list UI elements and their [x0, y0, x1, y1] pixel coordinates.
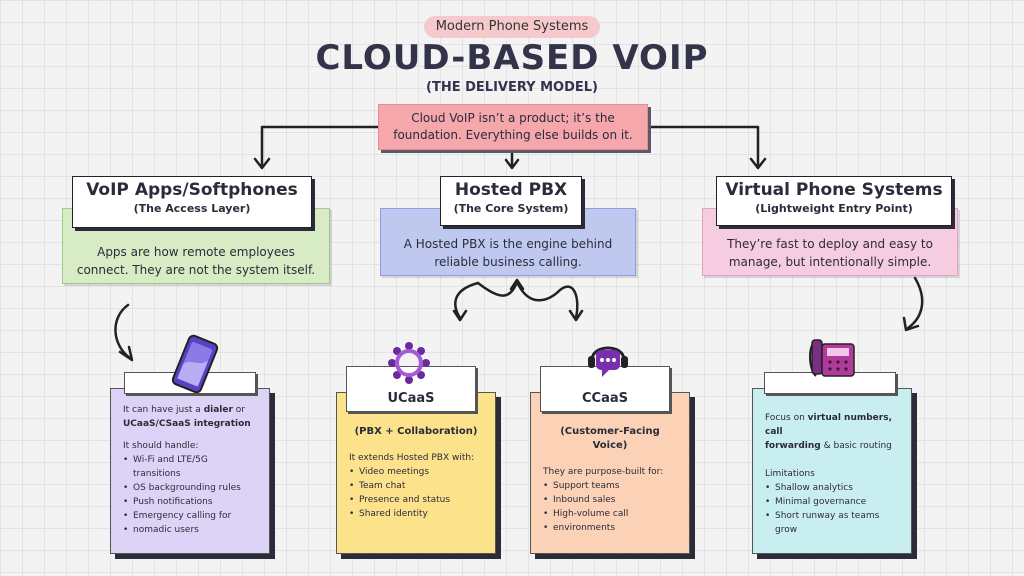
arrow-icon	[646, 125, 760, 168]
text-bold: virtual numbers, call	[765, 413, 892, 437]
apps-title: VoIP Apps/Softphones	[86, 180, 298, 200]
list-item: Minimal governance	[765, 495, 899, 509]
list-item: Shallow analytics	[765, 481, 899, 495]
apps-description-line: connect. They are not the system itself.	[76, 263, 316, 277]
list-item: Wi-Fi and LTE/5G transitions	[123, 453, 257, 481]
apps-card: It can have just a dialer or UCaaS/CSaaS…	[110, 388, 270, 554]
virtual-description-line: They’re fast to deploy and easy to	[727, 237, 933, 251]
ucaas-card: (PBX + Collaboration) It extends Hosted …	[336, 392, 496, 554]
list-item: Shared identity	[349, 507, 483, 521]
list-item: Team chat	[349, 479, 483, 493]
page-subtitle: (THE DELIVERY MODEL)	[426, 80, 598, 95]
list-item: OS backgrounding rules	[123, 481, 257, 495]
arrow-icon	[906, 276, 924, 330]
pbx-title: Hosted PBX	[454, 180, 568, 200]
text-bold: forwarding	[765, 441, 821, 451]
ucaas-list: Video meetings Team chat Presence and st…	[349, 465, 483, 521]
foundation-line: Cloud VoIP isn’t a product; it’s the	[411, 111, 615, 125]
smartphone-icon	[171, 334, 219, 394]
list-item: Push notifications	[123, 495, 257, 509]
virtual-limitations-heading: Limitations	[765, 469, 815, 479]
apps-card-intro: It can have just a dialer or UCaaS/CSaaS…	[123, 403, 257, 431]
desk-phone-icon	[809, 339, 855, 377]
virtual-card: Focus on virtual numbers, call forwardin…	[752, 388, 912, 554]
list-item: nomadic users	[123, 523, 257, 537]
ccaas-card: (Customer-Facing Voice) They are purpose…	[530, 392, 690, 554]
apps-card-handle: It should handle:	[123, 441, 199, 451]
team-circle-icon	[388, 342, 430, 384]
list-item: Support teams	[543, 479, 677, 493]
virtual-subtitle: (Lightweight Entry Point)	[755, 202, 913, 215]
list-item: High-volume call	[543, 507, 677, 521]
virtual-description-line: manage, but intentionally simple.	[728, 255, 932, 269]
ccaas-label: (Customer-Facing Voice)	[560, 426, 660, 451]
list-item: Presence and status	[349, 493, 483, 507]
ccaas-intro: They are purpose-built for:	[543, 467, 664, 477]
list-item: environments	[543, 521, 677, 535]
apps-subtitle: (The Access Layer)	[133, 202, 251, 215]
apps-card-list: Wi-Fi and LTE/5G transitions OS backgrou…	[123, 453, 257, 537]
text: or	[232, 405, 245, 415]
arrow-icon	[260, 125, 380, 168]
ccaas-list: Support teams Inbound sales High-volume …	[543, 479, 677, 535]
foundation-note: Cloud VoIP isn’t a product; it’s the fou…	[378, 104, 648, 150]
arrow-icon	[114, 303, 132, 360]
page-title: CLOUD-BASED VOIP	[315, 38, 709, 78]
virtual-header: Virtual Phone Systems (Lightweight Entry…	[716, 176, 952, 226]
list-item: Emergency calling for	[123, 509, 257, 523]
arrow-icon	[454, 281, 480, 320]
text: It can have just a	[123, 405, 204, 415]
text-bold: dialer	[203, 405, 233, 415]
virtual-limitations-list: Shallow analytics Minimal governance Sho…	[765, 481, 899, 537]
list-item: Short runway as teams grow	[765, 509, 899, 537]
text: & basic routing	[820, 441, 892, 451]
pbx-description-line: A Hosted PBX is the engine behind	[403, 237, 613, 251]
headset-chat-icon	[588, 346, 628, 377]
apps-header: VoIP Apps/Softphones (The Access Layer)	[72, 176, 312, 228]
ucaas-intro: It extends Hosted PBX with:	[349, 453, 475, 463]
pbx-subtitle: (The Core System)	[453, 202, 569, 215]
ucaas-label: (PBX + Collaboration)	[354, 426, 478, 437]
list-item: Inbound sales	[543, 493, 677, 507]
text: Focus on	[765, 413, 808, 423]
text-bold: UCaaS/CSaaS integration	[123, 419, 251, 429]
virtual-title: Virtual Phone Systems	[725, 180, 943, 200]
foundation-line: foundation. Everything else builds on it…	[393, 128, 633, 142]
pbx-header: Hosted PBX (The Core System)	[440, 176, 582, 226]
header-tag: Modern Phone Systems	[424, 16, 600, 38]
list-item: Video meetings	[349, 465, 483, 479]
pbx-description-line: reliable business calling.	[434, 255, 582, 269]
virtual-card-intro: Focus on virtual numbers, call forwardin…	[765, 411, 899, 453]
apps-description-line: Apps are how remote employees	[97, 245, 295, 259]
